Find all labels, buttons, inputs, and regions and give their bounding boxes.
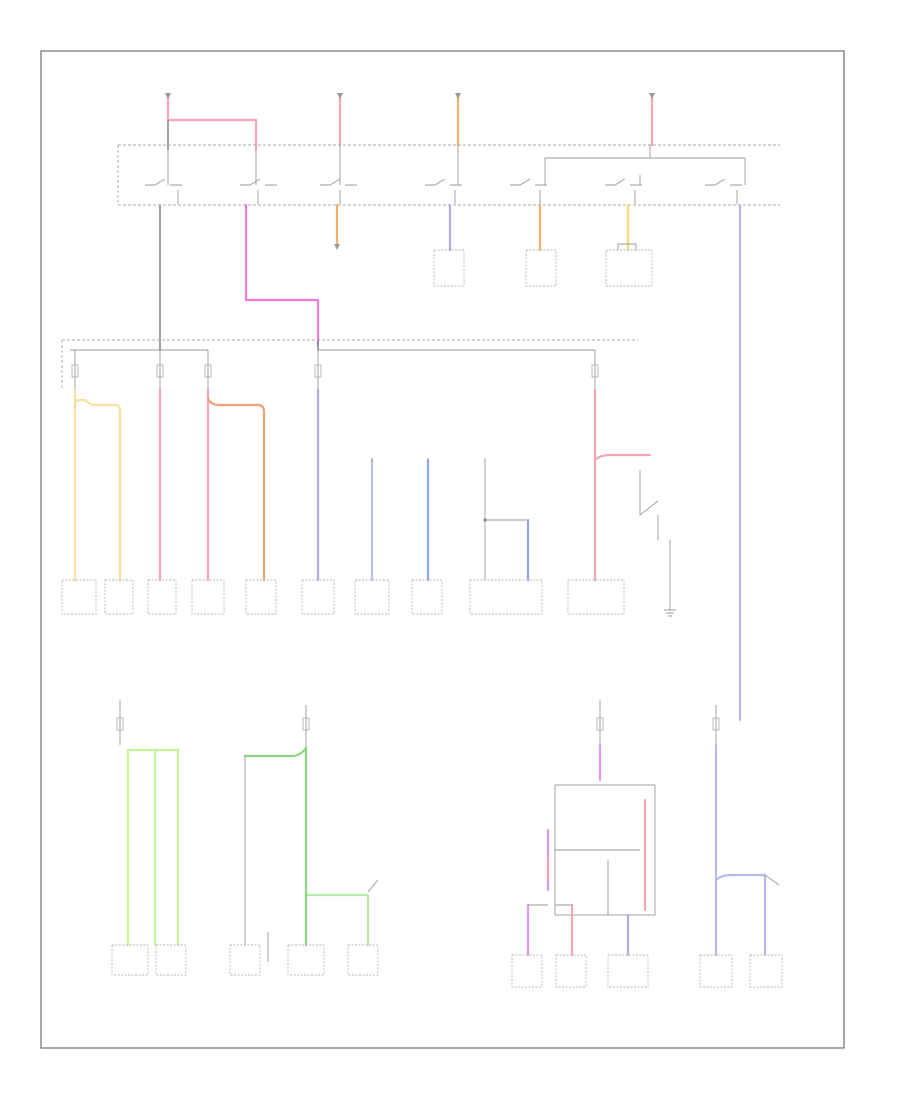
ignition-switch-section [117,93,780,206]
ground-symbol-icon [664,609,676,617]
middle-components-row [61,579,625,615]
diagram-frame [40,50,845,1049]
connector-arrow-icon [165,93,171,99]
fuse-symbol-icon [71,350,599,390]
connector-arrow-icon [455,93,461,99]
component-block [605,249,653,287]
connector-arrow-icon [649,93,655,99]
fuse-panel-middle [61,339,638,390]
ignition-feed-wires [159,203,742,722]
lower-right-module-circuits [526,700,780,957]
connector-arrow-icon [334,244,340,250]
lower-left-green-circuits [116,700,379,962]
component-block [525,249,557,287]
connector-arrow-icon [337,93,343,99]
switch-contact-icon [145,145,746,204]
lower-right-components [511,954,783,988]
component-block [433,249,465,287]
middle-branch-wires [73,388,676,617]
lower-left-components [111,944,379,976]
